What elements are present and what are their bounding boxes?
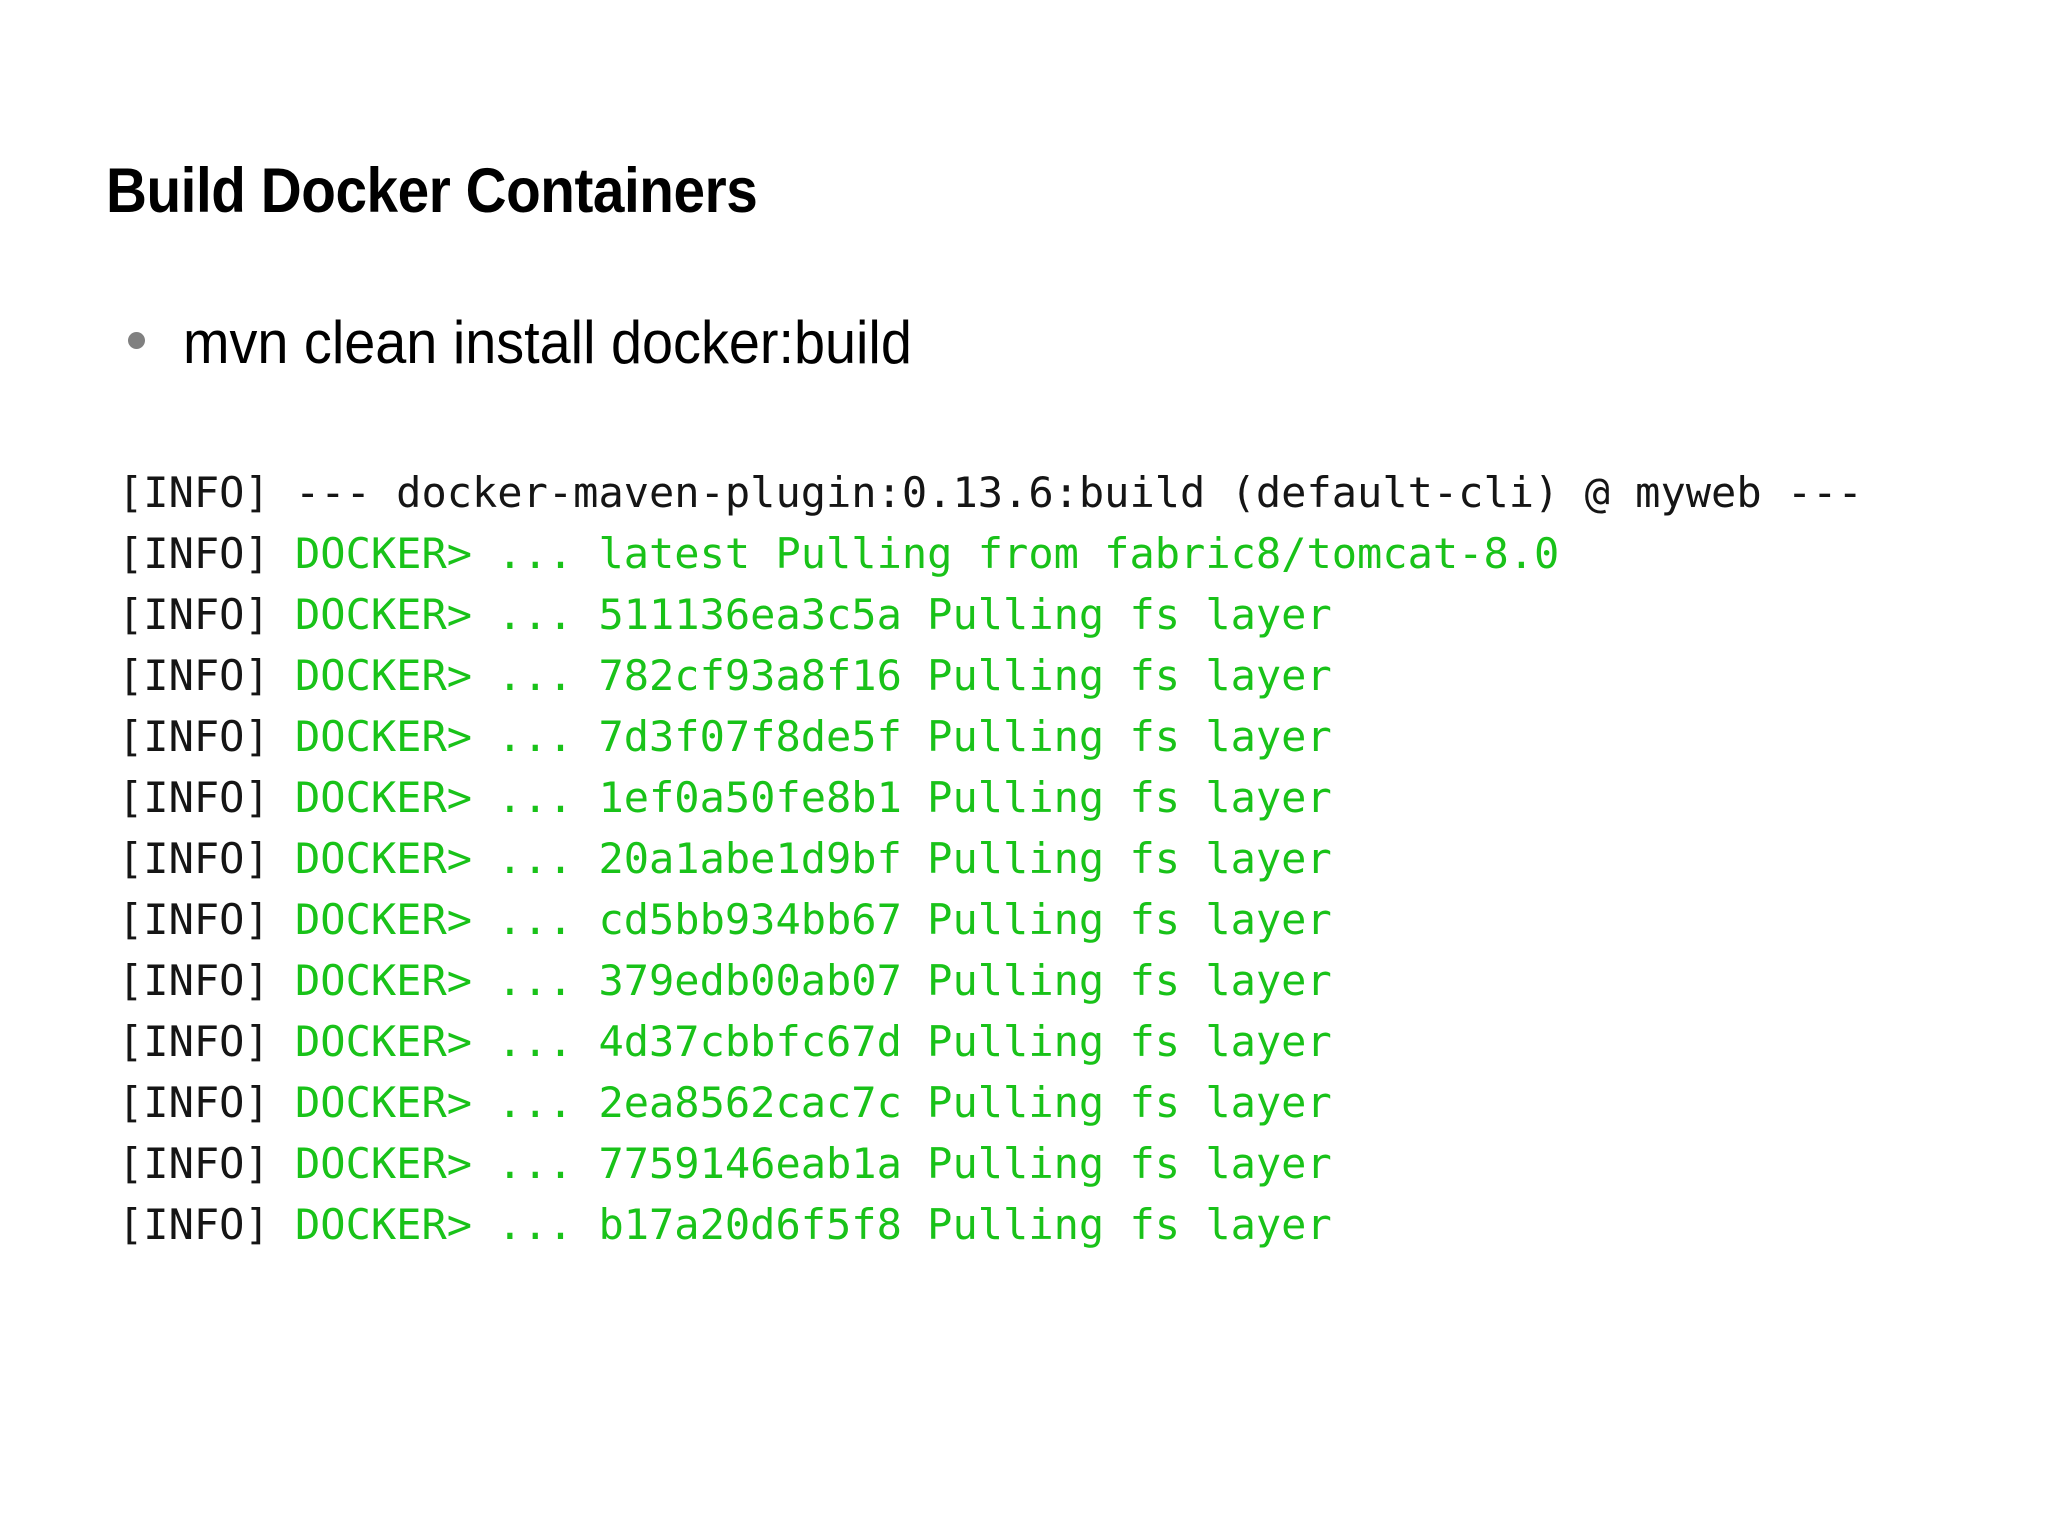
bullet-list: mvn clean install docker:build: [128, 308, 1928, 378]
console-line: [INFO] DOCKER> ... cd5bb934bb67 Pulling …: [118, 889, 1863, 950]
console-line: [INFO] DOCKER> ... 511136ea3c5a Pulling …: [118, 584, 1863, 645]
page-title: Build Docker Containers: [106, 156, 758, 227]
list-item: mvn clean install docker:build: [128, 308, 1928, 378]
console-line: [INFO] DOCKER> ... 7d3f07f8de5f Pulling …: [118, 706, 1863, 767]
console-line-text: DOCKER> ... 7d3f07f8de5f Pulling fs laye…: [295, 712, 1332, 761]
console-line: [INFO] DOCKER> ... b17a20d6f5f8 Pulling …: [118, 1194, 1863, 1255]
console-line: [INFO] DOCKER> ... 4d37cbbfc67d Pulling …: [118, 1011, 1863, 1072]
console-line-text: DOCKER> ... latest Pulling from fabric8/…: [295, 529, 1560, 578]
console-info-prefix: [INFO]: [118, 468, 296, 517]
console-info-prefix: [INFO]: [118, 834, 296, 883]
bullet-dot-icon: [128, 332, 145, 349]
console-info-prefix: [INFO]: [118, 1017, 296, 1066]
console-info-prefix: [INFO]: [118, 1139, 296, 1188]
console-info-prefix: [INFO]: [118, 1078, 296, 1127]
console-line-text: DOCKER> ... 2ea8562cac7c Pulling fs laye…: [295, 1078, 1332, 1127]
console-line: [INFO] --- docker-maven-plugin:0.13.6:bu…: [118, 462, 1863, 523]
console-line-text: DOCKER> ... 1ef0a50fe8b1 Pulling fs laye…: [295, 773, 1332, 822]
console-line-text: DOCKER> ... 20a1abe1d9bf Pulling fs laye…: [295, 834, 1332, 883]
console-line-text: DOCKER> ... 7759146eab1a Pulling fs laye…: [295, 1139, 1332, 1188]
console-line-text: DOCKER> ... b17a20d6f5f8 Pulling fs laye…: [295, 1200, 1332, 1249]
console-info-prefix: [INFO]: [118, 529, 296, 578]
console-line: [INFO] DOCKER> ... 379edb00ab07 Pulling …: [118, 950, 1863, 1011]
console-line-text: DOCKER> ... cd5bb934bb67 Pulling fs laye…: [295, 895, 1332, 944]
console-line-text: DOCKER> ... 379edb00ab07 Pulling fs laye…: [295, 956, 1332, 1005]
console-info-prefix: [INFO]: [118, 895, 296, 944]
console-output: [INFO] --- docker-maven-plugin:0.13.6:bu…: [118, 462, 1863, 1255]
console-line-text: --- docker-maven-plugin:0.13.6:build (de…: [295, 468, 1863, 517]
console-info-prefix: [INFO]: [118, 773, 296, 822]
console-line: [INFO] DOCKER> ... 782cf93a8f16 Pulling …: [118, 645, 1863, 706]
console-info-prefix: [INFO]: [118, 651, 296, 700]
console-info-prefix: [INFO]: [118, 1200, 296, 1249]
console-line-text: DOCKER> ... 511136ea3c5a Pulling fs laye…: [295, 590, 1332, 639]
console-line: [INFO] DOCKER> ... 2ea8562cac7c Pulling …: [118, 1072, 1863, 1133]
console-line: [INFO] DOCKER> ... 20a1abe1d9bf Pulling …: [118, 828, 1863, 889]
console-info-prefix: [INFO]: [118, 712, 296, 761]
console-line-text: DOCKER> ... 782cf93a8f16 Pulling fs laye…: [295, 651, 1332, 700]
bullet-item-label: mvn clean install docker:build: [183, 309, 912, 376]
console-line-text: DOCKER> ... 4d37cbbfc67d Pulling fs laye…: [295, 1017, 1332, 1066]
console-info-prefix: [INFO]: [118, 956, 296, 1005]
console-info-prefix: [INFO]: [118, 590, 296, 639]
console-line: [INFO] DOCKER> ... latest Pulling from f…: [118, 523, 1863, 584]
console-line: [INFO] DOCKER> ... 7759146eab1a Pulling …: [118, 1133, 1863, 1194]
console-line: [INFO] DOCKER> ... 1ef0a50fe8b1 Pulling …: [118, 767, 1863, 828]
